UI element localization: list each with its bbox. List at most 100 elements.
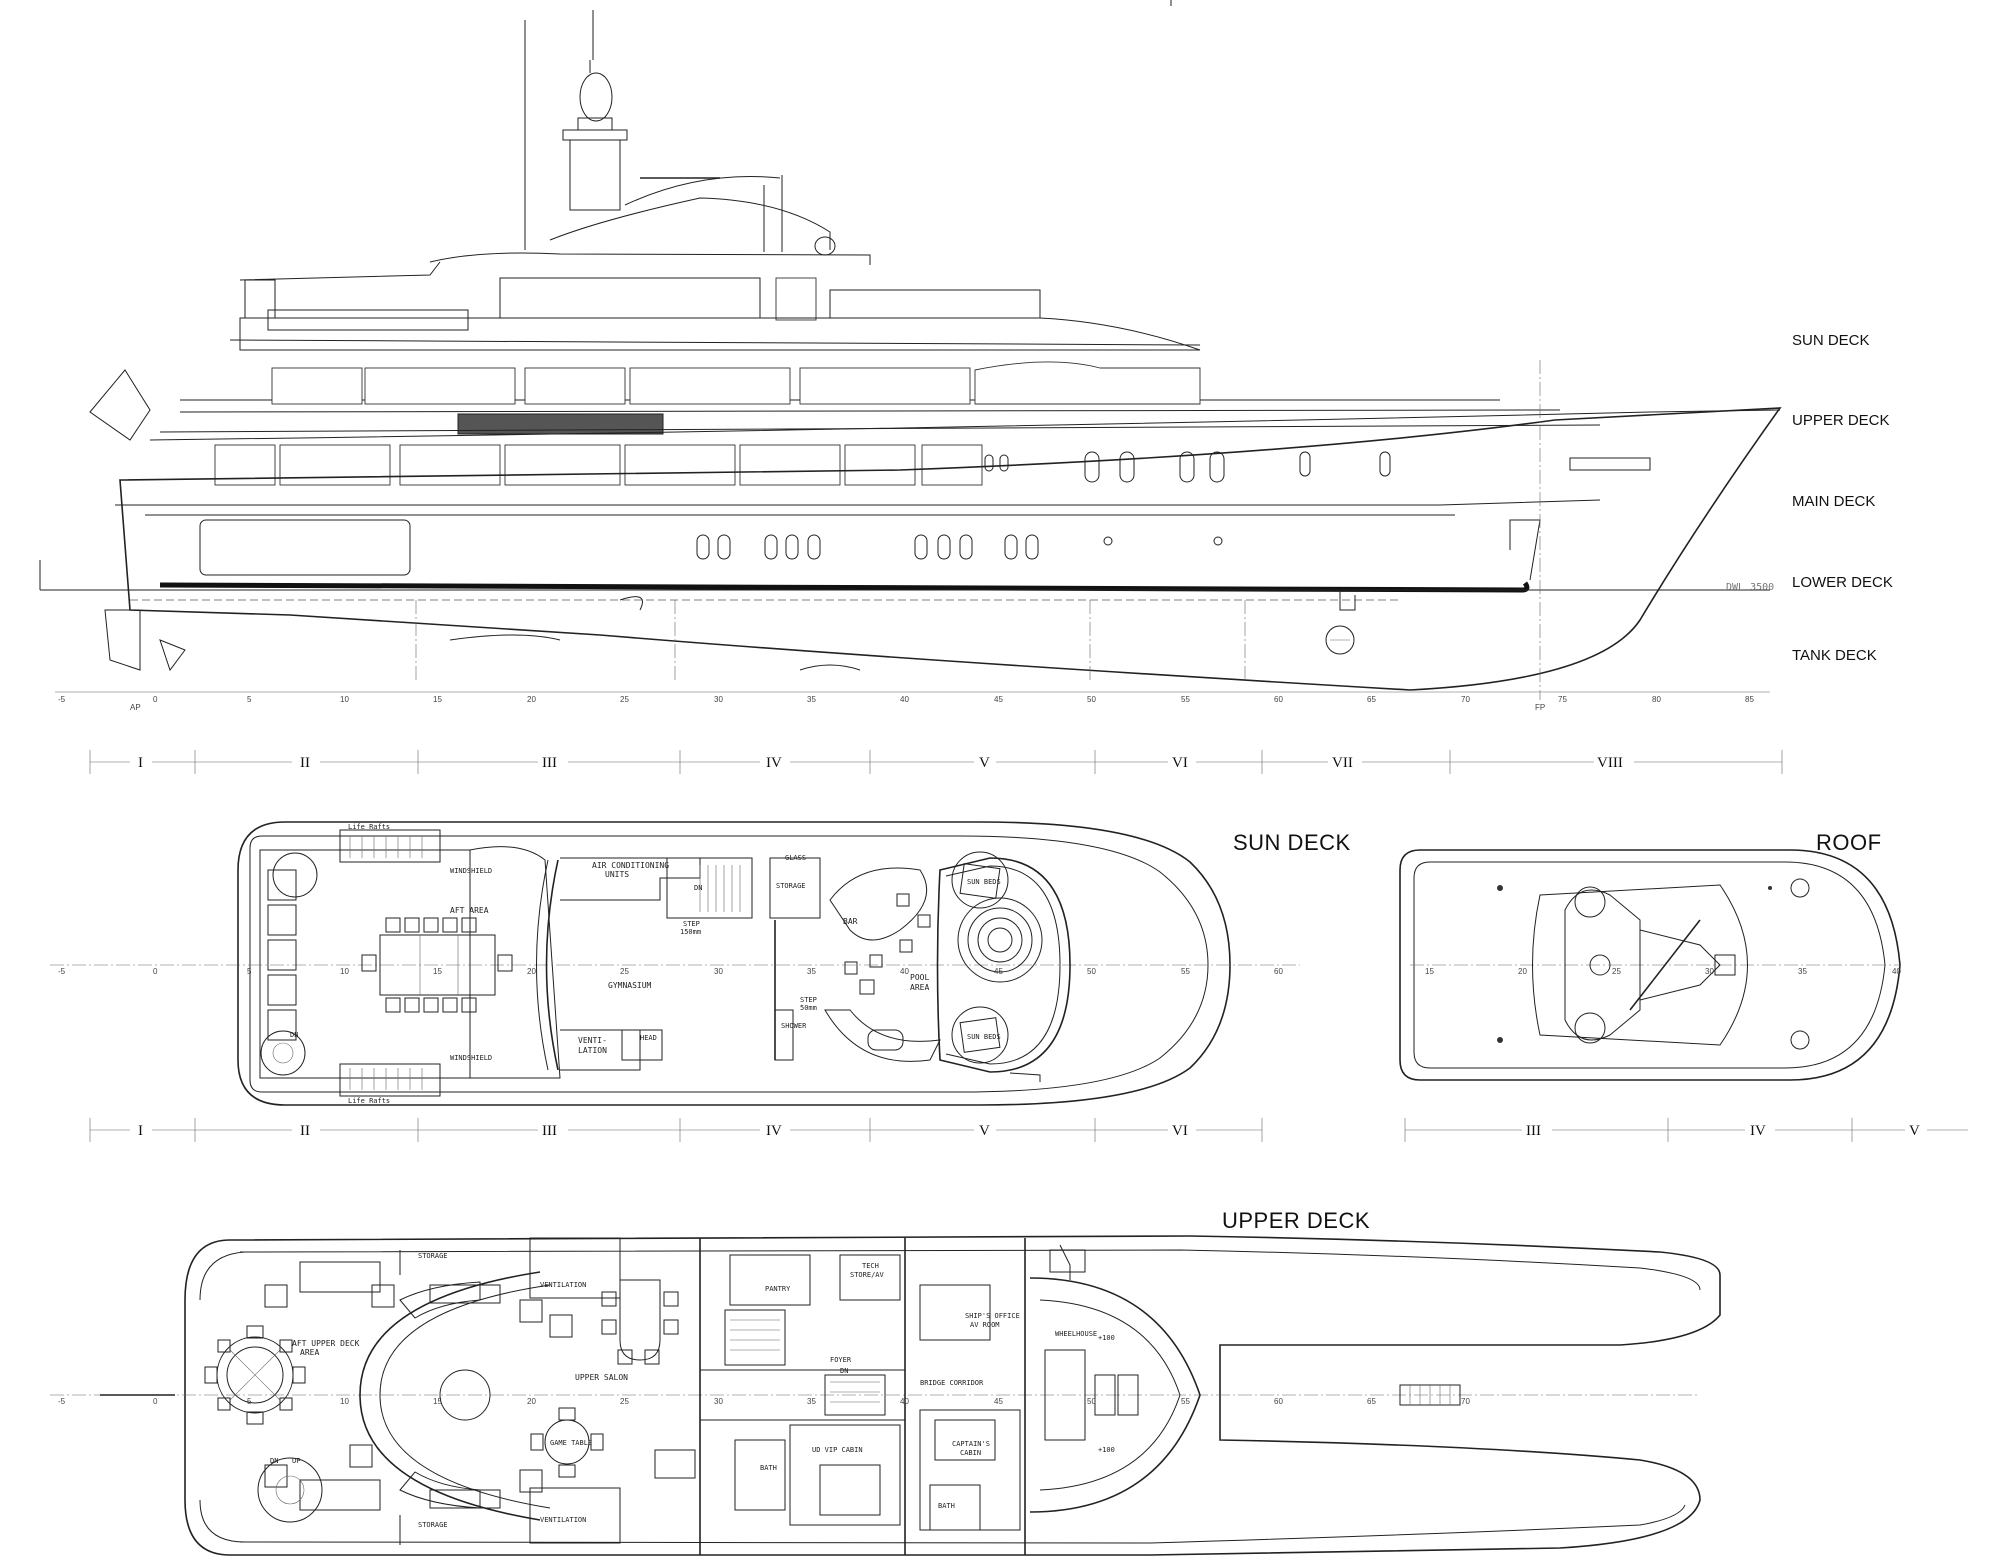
- deck-label-upper: UPPER DECK: [1792, 412, 1890, 429]
- deck-label-sun: SUN DECK: [1792, 332, 1870, 349]
- bow-deck-stripes: [1409, 1385, 1451, 1405]
- zone-label: I: [138, 755, 143, 771]
- frame-tick: 20: [527, 967, 536, 976]
- liferafts-grid: [349, 836, 423, 1090]
- room-label-game-table: GAME TABLE: [550, 1439, 592, 1447]
- room-label-ventilation-1: VENTI-: [578, 1036, 607, 1045]
- frame-tick: 55: [1181, 1397, 1190, 1406]
- room-label-bar: BAR: [843, 917, 858, 926]
- sun-deck-plan: SUN DECK Life Rafts Life Raft: [50, 821, 1350, 1106]
- game-table-chairs: [530, 1407, 604, 1478]
- frame-tick: 15: [1425, 967, 1434, 976]
- room-label-ships-office-1: SHIP'S OFFICE: [965, 1312, 1020, 1320]
- zone-label: II: [300, 755, 310, 771]
- frame-tick: 15: [433, 967, 442, 976]
- frame-tick: 35: [807, 695, 816, 704]
- room-label-storage-bottom: STORAGE: [418, 1521, 448, 1529]
- windshield-label-bottom: WINDSHIELD: [450, 1054, 492, 1062]
- profile-view: -5 0 5 10 15 20 25 30 35 40 45 50 55 60 …: [39, 0, 1893, 712]
- room-label-tech-2: STORE/AV: [850, 1271, 885, 1279]
- zone-label: IV: [766, 755, 782, 771]
- frame-tick: 10: [340, 1397, 349, 1406]
- room-label-storage: STORAGE: [776, 882, 806, 890]
- zone-label: III: [1526, 1123, 1541, 1139]
- room-label-ventilation-2: LATION: [578, 1046, 607, 1055]
- frame-tick: -5: [58, 1397, 66, 1406]
- zone-label: V: [979, 1123, 990, 1139]
- room-label-aft-upper-2: AREA: [300, 1348, 319, 1357]
- frame-tick: 0: [153, 695, 158, 704]
- room-label-gymnasium: GYMNASIUM: [608, 981, 652, 990]
- room-label-step-bottom-2: 50mm: [800, 1004, 817, 1012]
- frame-tick: 60: [1274, 695, 1283, 704]
- room-label-wheelhouse: WHEELHOUSE: [1055, 1330, 1097, 1338]
- room-label-ships-office-2: AV ROOM: [970, 1321, 1000, 1329]
- room-label-pool-area-1: POOL: [910, 973, 929, 982]
- frame-tick: 15: [433, 695, 442, 704]
- roof-frame-ticks: 15 20 25 30 35 40: [1425, 967, 1901, 976]
- frame-tick: 30: [714, 967, 723, 976]
- frame-tick: 75: [1558, 695, 1567, 704]
- zone-label: I: [138, 1123, 143, 1139]
- frame-tick: 5: [247, 695, 252, 704]
- frame-tick: 5: [247, 1397, 252, 1406]
- zone-label: VI: [1172, 1123, 1188, 1139]
- frame-tick: 65: [1367, 1397, 1376, 1406]
- stair-label-dn: DN: [270, 1457, 278, 1465]
- label-plus-100-top: +100: [1098, 1334, 1115, 1342]
- frame-tick: 50: [1087, 695, 1096, 704]
- upper-deck-plan: UPPER DECK AFT UPPER DECK AREA: [50, 1208, 1721, 1556]
- room-label-captains-1: CAPTAIN'S: [952, 1440, 990, 1448]
- frame-tick: 0: [153, 967, 158, 976]
- room-label-foyer: FOYER: [830, 1356, 852, 1364]
- upper-deck-frame-ticks: -5 0 5 10 15 20 25 30 35 40 45 50 55 60 …: [58, 1397, 1470, 1406]
- roof-plan: ROOF 15 20 25 30 35 40: [1399, 830, 1901, 1081]
- center-stair-treads-2: [830, 1381, 880, 1403]
- deck-label-tank: TANK DECK: [1792, 647, 1877, 664]
- frame-tick: 30: [714, 1397, 723, 1406]
- room-label-step-bottom: STEP: [800, 996, 817, 1004]
- zones-profile-bar: I II III IV V VI VII VIII: [89, 750, 1783, 774]
- frame-tick: 30: [714, 695, 723, 704]
- frame-tick: 80: [1652, 695, 1661, 704]
- label-plus-100-bottom: +100: [1098, 1446, 1115, 1454]
- frame-tick: 50: [1087, 1397, 1096, 1406]
- zones-sun-bar: I II III IV V VI: [89, 1118, 1263, 1142]
- zone-label: III: [542, 755, 557, 771]
- room-label-upper-salon: UPPER SALON: [575, 1373, 628, 1382]
- frame-tick: 35: [807, 967, 816, 976]
- room-label-air-conditioning-2: UNITS: [605, 870, 629, 879]
- bar-stools: [844, 893, 931, 975]
- room-label-shower: SHOWER: [781, 1022, 807, 1030]
- frame-tick: 5: [247, 967, 252, 976]
- frame-tick: -5: [58, 967, 66, 976]
- frame-tick: 0: [153, 1397, 158, 1406]
- frame-tick: 55: [1181, 695, 1190, 704]
- frame-tick: 25: [1612, 967, 1621, 976]
- frame-tick: 40: [900, 695, 909, 704]
- frame-tick: 35: [1798, 967, 1807, 976]
- frame-tick: 20: [527, 695, 536, 704]
- main-deck-windows: [214, 444, 983, 486]
- frame-tick: 45: [994, 695, 1003, 704]
- stair-label-up: UP: [292, 1457, 300, 1465]
- frame-tick: 35: [807, 1397, 816, 1406]
- frame-tick: 55: [1181, 967, 1190, 976]
- windshield-label-top: WINDSHIELD: [450, 867, 492, 875]
- aft-dining-chairs: [361, 917, 513, 1013]
- room-label-head: HEAD: [640, 1034, 657, 1042]
- room-label-pool-area-2: AREA: [910, 983, 929, 992]
- zone-label: II: [300, 1123, 310, 1139]
- room-label-tech-1: TECH: [862, 1262, 879, 1270]
- zones-roof-bar: III IV V: [1404, 1118, 1968, 1142]
- stair-label-dn-2: DN: [840, 1367, 848, 1375]
- frame-tick: 70: [1461, 695, 1470, 704]
- dwl-label: DWL 3500: [1726, 582, 1774, 593]
- room-label-captains-2: CABIN: [960, 1449, 981, 1457]
- frame-tick: 40: [1892, 967, 1901, 976]
- frame-tick: 85: [1745, 695, 1754, 704]
- deck-label-main: MAIN DECK: [1792, 493, 1875, 510]
- frame-tick: 25: [620, 1397, 629, 1406]
- main-deck-portholes: [984, 451, 1391, 483]
